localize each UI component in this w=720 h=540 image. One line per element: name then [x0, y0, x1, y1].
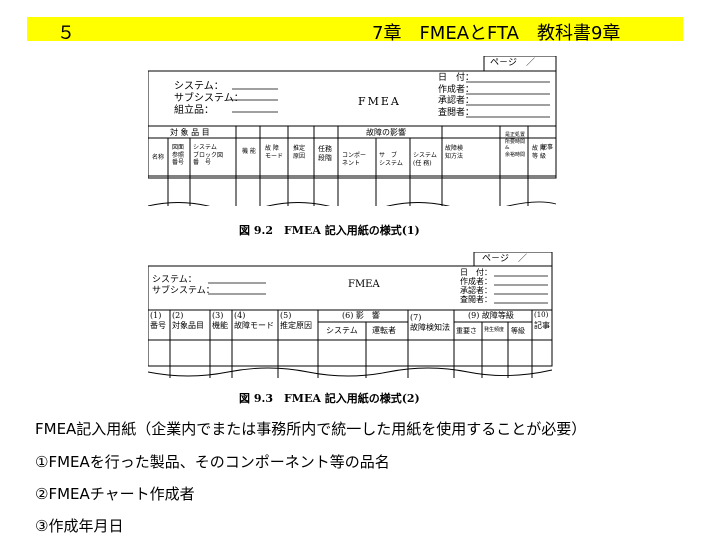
slide-title: 7章 FMEAとFTA 教科書9章	[372, 23, 621, 44]
group-target: 対 象 品 目	[170, 128, 210, 137]
col-time: 是正処置 所要時間 & 余裕時間	[505, 132, 526, 158]
c9b-label: 発生頻度	[484, 327, 505, 333]
c6a-label: システム	[326, 326, 358, 335]
c2-num: (2)	[172, 311, 184, 320]
assembly-label: 組立品：	[174, 105, 214, 116]
body-line-intro: FMEA記入用紙（企業内でまたは事務所内で統一した用紙を使用することが必要）	[35, 420, 587, 438]
form-1-lines	[148, 56, 557, 206]
col-mode: 故 障 モード	[265, 145, 284, 160]
page-label: ペ－ジ ／	[482, 254, 528, 264]
c1-label: 番号	[150, 321, 166, 330]
date-label: 日 付：	[438, 73, 475, 83]
c9-group: (9) 故障等級	[468, 311, 514, 320]
subsystem-label: サブシステム：	[174, 93, 244, 104]
c4-label: 故障モード	[234, 321, 274, 330]
col-remarks: 記事	[541, 144, 554, 151]
system-label: システム：	[152, 275, 197, 285]
c4-num: (4)	[234, 311, 246, 320]
c10-label: 記事	[534, 321, 550, 330]
col-cause: 推定 原因	[293, 145, 306, 160]
body-line-item-2: ②FMEAチャート作成者	[35, 485, 195, 503]
col-function: 機 能	[242, 148, 256, 155]
c6-group: (6) 影 響	[342, 311, 380, 320]
figure-caption-2: 図 9.3 FMEA 記入用紙の様式(2)	[239, 392, 420, 405]
approver-label: 承認者：	[460, 286, 492, 295]
page-label: ペ－ジ ／	[490, 58, 536, 68]
form-title: FMEA	[348, 279, 380, 290]
col-name: 名称	[152, 154, 165, 161]
form-2-lines	[148, 252, 553, 378]
col-system: システム (任 務)	[413, 152, 437, 167]
creator-label: 作成者：	[438, 85, 475, 95]
c1-num: (1)	[150, 311, 162, 320]
col-phase: 任務 段階	[318, 145, 332, 163]
c5-num: (5)	[280, 311, 292, 320]
form-title: FMEA	[358, 95, 401, 108]
reviewer-label: 査閲者：	[460, 295, 492, 304]
body-line-item-1: ①FMEAを行った製品、そのコンポーネント等の品名	[35, 453, 390, 471]
fmea-form-1: ペ－ジ ／ システム： サブシステム： 組立品： FMEA 日 付： 作成者： …	[148, 56, 558, 206]
col-drawing: 図面 参照 番号	[172, 144, 185, 166]
approver-label: 承認者：	[438, 96, 475, 106]
col-detection: 故障検 知方法	[445, 145, 464, 160]
creator-label: 作成者：	[460, 277, 492, 286]
c9a-label: 重要さ	[456, 327, 477, 335]
date-label: 日 付：	[460, 268, 492, 277]
c10-num: (10)	[534, 311, 549, 319]
slide-number: ５	[57, 23, 75, 44]
col-severity: 故 障 等 級	[532, 145, 546, 160]
c2-label: 対象品目	[172, 321, 204, 330]
col-subsystem: サ ブ システム	[379, 152, 403, 167]
c6b-label: 運転者	[372, 326, 396, 335]
fmea-form-2: ペ－ジ ／ システム： サブシステム： FMEA 日 付： 作成者： 承認者： …	[148, 252, 556, 378]
group-effect: 故障の影響	[366, 128, 406, 137]
subsystem-label: サブシステム：	[152, 286, 215, 296]
c3-num: (3)	[212, 311, 224, 320]
c5-label: 推定原因	[280, 321, 312, 330]
col-block: システム ブロック図 番 号	[193, 144, 224, 166]
c9c-label: 等級	[511, 327, 525, 335]
col-component: コンポー ネント	[342, 152, 367, 167]
c7-label: 故障検知法	[410, 323, 450, 332]
figure-caption-1: 図 9.2 FMEA 記入用紙の様式(1)	[239, 224, 420, 237]
c7-num: (7)	[410, 313, 422, 322]
system-label: システム：	[174, 81, 224, 92]
body-line-item-3: ③作成年月日	[35, 517, 124, 535]
reviewer-label: 査閲者：	[438, 108, 475, 118]
header-bar	[27, 17, 683, 41]
c3-label: 機能	[212, 321, 228, 330]
